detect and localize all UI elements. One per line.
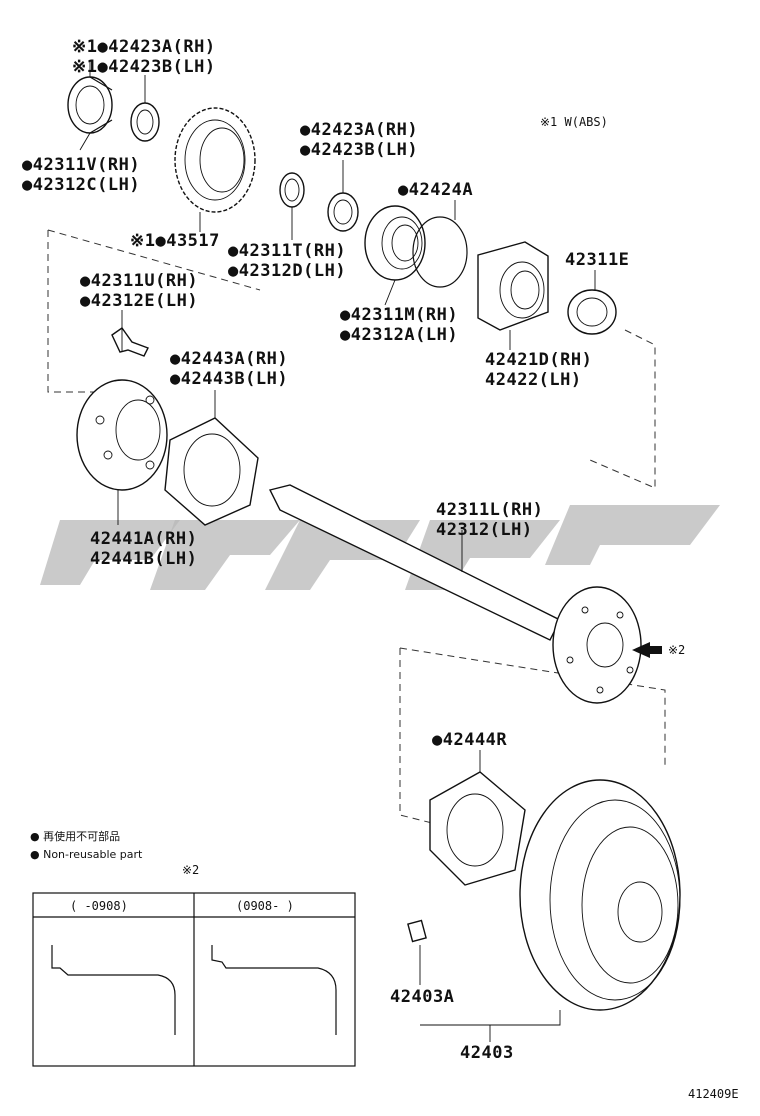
legend-non-reusable-en: ● Non-reusable part — [30, 848, 143, 861]
label-42311m: ●42311M(RH) — [340, 305, 458, 325]
label-42441a: 42441A(RH) — [90, 529, 197, 549]
ref2-arrow-icon — [632, 642, 662, 658]
bearing-retainer-42421d — [477, 241, 549, 331]
label-42311e: 42311E — [565, 250, 629, 270]
label-42423b: ※1●42423B(LH) — [72, 57, 216, 77]
profile-old — [51, 945, 176, 1035]
abs-rotor-43517 — [174, 107, 256, 213]
label-42424a: ●42424A — [398, 180, 473, 200]
label-42403a: 42403A — [390, 987, 454, 1007]
seal-42311v — [67, 76, 113, 134]
dashed-guides — [47, 229, 666, 826]
profile-new — [211, 945, 337, 1035]
abs-note: ※1 W(ABS) — [540, 115, 608, 129]
cap-42403a — [407, 919, 427, 943]
label-42422: 42422(LH) — [485, 370, 582, 390]
diagram-code: 412409E — [688, 1087, 739, 1101]
brake-drum-42403 — [519, 779, 681, 1011]
label-43517: ※1●43517 — [130, 231, 220, 251]
label-42421d: 42421D(RH) — [485, 350, 592, 370]
backing-plate-42441a — [76, 379, 168, 491]
inset-table: ※2 ( -0908) (0908- ) — [32, 863, 356, 1067]
label-42423a-2: ●42423A(RH) — [300, 120, 418, 140]
label-42423b-2: ●42423B(LH) — [300, 140, 418, 160]
ring-42423 — [130, 102, 160, 142]
label-42312d: ●42312D(LH) — [228, 261, 346, 281]
label-42311v: ●42311V(RH) — [22, 155, 140, 175]
gasket-42444r — [429, 771, 526, 886]
ring-42311t — [279, 172, 305, 208]
label-42443a: ●42443A(RH) — [170, 349, 288, 369]
inset-title: ※2 — [182, 863, 199, 877]
label-42441b: 42441B(LH) — [90, 549, 197, 569]
seal-42311e — [567, 289, 617, 335]
label-42312e: ●42312E(LH) — [80, 291, 198, 311]
label-42423a: ※1●42423A(RH) — [72, 37, 216, 57]
label-ref2-arrow: ※2 — [668, 643, 685, 657]
label-42312c: ●42312C(LH) — [22, 175, 140, 195]
label-42312: 42312(LH) — [436, 520, 533, 540]
leader-lines — [79, 60, 596, 1042]
inset-col-2: (0908- ) — [236, 899, 294, 913]
inset-col-1: ( -0908) — [70, 899, 128, 913]
label-42444r: ●42444R — [432, 730, 507, 750]
ring-42423-b — [327, 192, 359, 232]
axle-shaft-42311l — [268, 484, 642, 704]
label-42311t: ●42311T(RH) — [228, 241, 346, 261]
label-42443b: ●42443B(LH) — [170, 369, 288, 389]
legend-non-reusable-jp: ● 再使用不可部品 — [30, 829, 120, 843]
label-42311l: 42311L(RH) — [436, 500, 543, 520]
label-42312a: ●42312A(LH) — [340, 325, 458, 345]
o-ring-42424a — [412, 216, 468, 288]
label-42311u: ●42311U(RH) — [80, 271, 198, 291]
bolt-42311u — [111, 327, 149, 357]
label-42403: 42403 — [460, 1043, 514, 1063]
gasket-42443a — [164, 417, 259, 526]
